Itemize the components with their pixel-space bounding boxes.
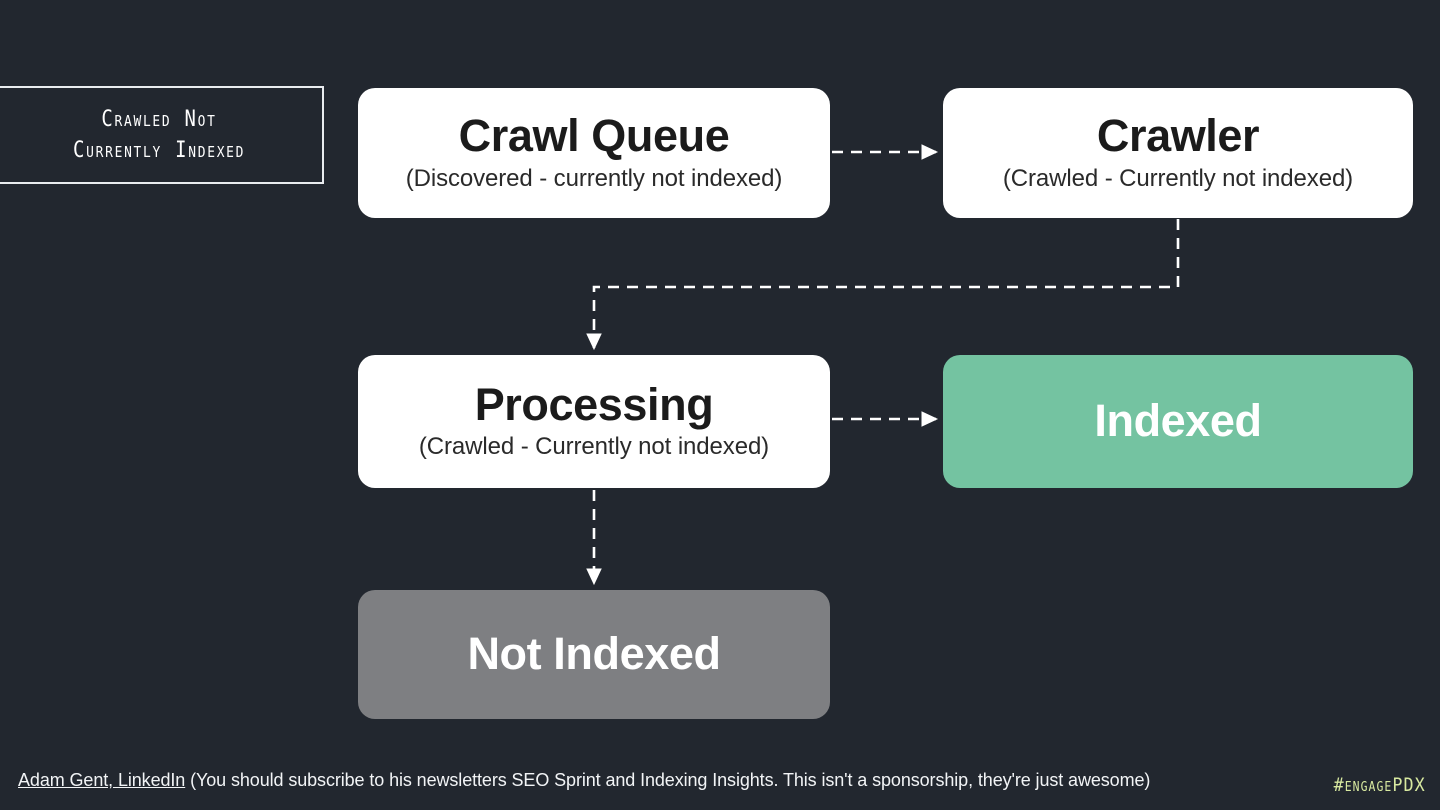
node-not-indexed[interactable]: Not Indexed (358, 590, 830, 719)
node-processing-subtitle: (Crawled - Currently not indexed) (418, 433, 770, 461)
event-hashtag: #engagePDX (1333, 774, 1426, 796)
footer-credit-link[interactable]: Adam Gent, LinkedIn (18, 770, 186, 790)
slide-title-plate: Crawled Not Currently Indexed (0, 86, 324, 184)
node-indexed[interactable]: Indexed (943, 355, 1413, 488)
node-indexed-title: Indexed (1094, 395, 1262, 447)
footer-credit-note: (You should subscribe to his newsletters… (185, 770, 1151, 790)
node-processing-title: Processing (474, 378, 714, 430)
slide-title-line-2: Currently Indexed (72, 138, 246, 163)
node-not-indexed-title: Not Indexed (467, 628, 721, 680)
node-crawl-queue-subtitle: (Discovered - currently not indexed) (405, 164, 783, 192)
node-crawl-queue-title: Crawl Queue (458, 110, 730, 162)
footer-credit: Adam Gent, LinkedIn (You should subscrib… (18, 770, 1150, 791)
slide-title-line-1: Crawled Not (101, 106, 217, 132)
node-crawler-subtitle: (Crawled - Currently not indexed) (1002, 164, 1354, 192)
node-crawl-queue[interactable]: Crawl Queue (Discovered - currently not … (358, 88, 830, 218)
edge-crawler-processing (586, 219, 1180, 351)
node-crawler-title: Crawler (1096, 110, 1260, 162)
node-processing[interactable]: Processing (Crawled - Currently not inde… (358, 355, 830, 488)
node-crawler[interactable]: Crawler (Crawled - Currently not indexed… (943, 88, 1413, 218)
